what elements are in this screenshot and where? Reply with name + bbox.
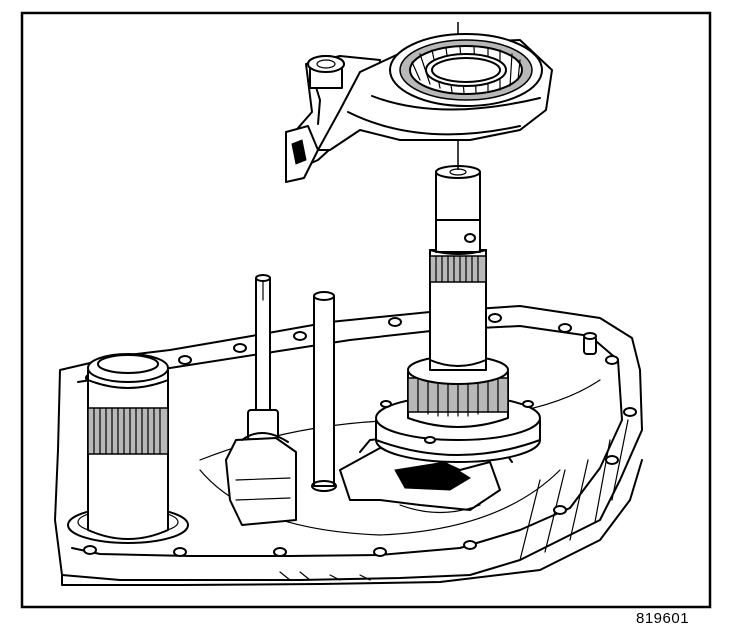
bearing-retainer xyxy=(285,33,553,183)
rear-output-shaft xyxy=(375,165,541,463)
shift-rail-left xyxy=(247,274,279,441)
mode-fork-assembly xyxy=(339,437,513,514)
figure-frame xyxy=(20,11,712,609)
figure-id-label: 819601 xyxy=(636,610,690,627)
shift-fork xyxy=(225,432,297,526)
shift-rail-right xyxy=(311,291,337,492)
front-output-shaft xyxy=(67,353,189,544)
